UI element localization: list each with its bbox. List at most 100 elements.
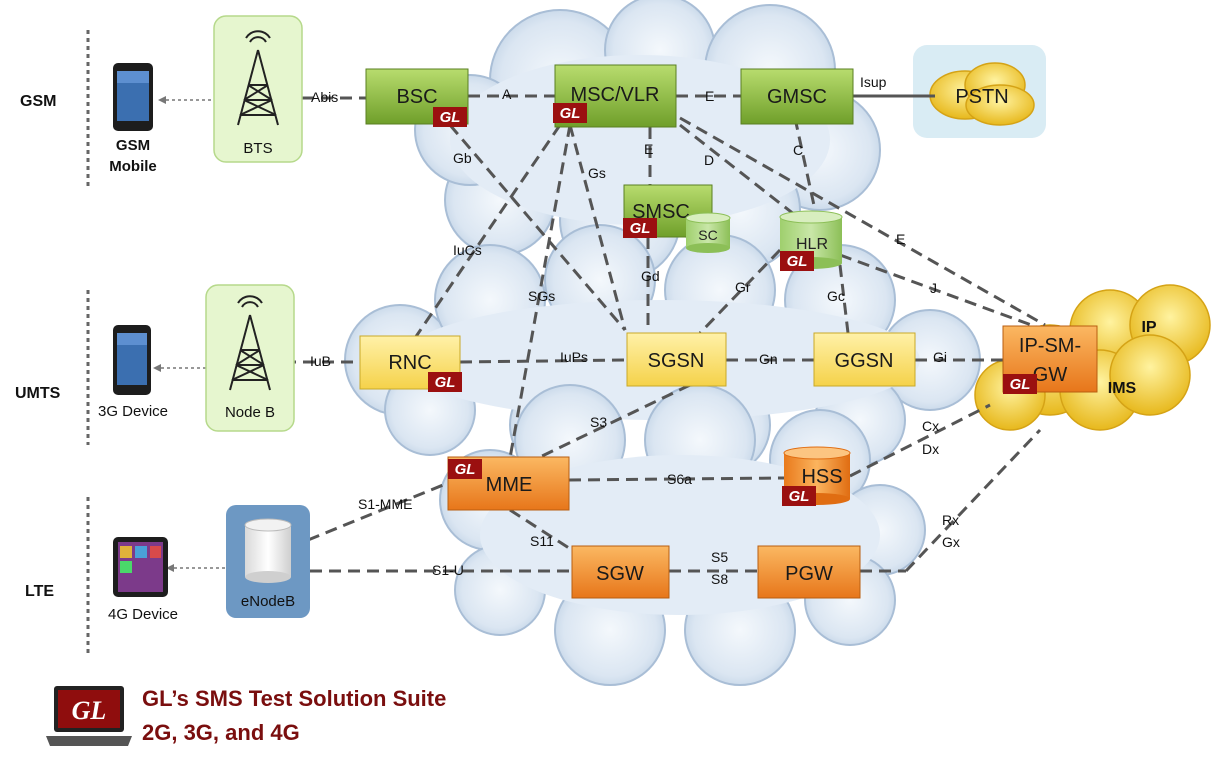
if-a: A [502, 86, 512, 102]
sgsn-label: SGSN [648, 350, 705, 372]
nodeb-tower-icon [229, 295, 271, 391]
bsc-label: BSC [396, 86, 437, 108]
if-dx: Dx [922, 441, 939, 457]
hss-label: HSS [801, 466, 842, 488]
if-gb: Gb [453, 150, 472, 166]
gsm-mobile-icon [113, 63, 153, 131]
footer-title: GL’s SMS Test Solution Suite [142, 686, 447, 711]
gl-badge-icon [433, 107, 467, 127]
umts-device-label: 3G Device [98, 403, 168, 420]
if-iub: IuB [310, 353, 331, 369]
enodeb-icon [244, 518, 292, 583]
gl-badge-icon [553, 103, 587, 123]
msc-vlr-node[interactable]: MSC/VLR GL [553, 64, 677, 128]
if-gx: Gx [942, 534, 960, 550]
if-s11: S11 [530, 533, 554, 549]
ip-sm-gw-label-2: GW [1033, 364, 1068, 386]
if-j: J [930, 280, 937, 296]
footer: GL GL’s SMS Test Solution Suite 2G, 3G, … [44, 684, 504, 754]
pstn-cloud [929, 62, 1035, 126]
bts-tower-icon [237, 30, 279, 126]
if-isup: Isup [860, 74, 887, 90]
smsc-label: SMSC [632, 201, 690, 223]
if-s8: S8 [711, 571, 728, 587]
svg-text:GL: GL [1010, 376, 1031, 393]
row-label-lte: LTE [25, 583, 54, 600]
gl-badge-icon [448, 459, 482, 479]
if-e-ipsmgw: E [896, 231, 905, 247]
svg-text:GL: GL [560, 105, 581, 122]
laptop-logo-icon: GL [46, 686, 132, 746]
enodeb-label: eNodeB [241, 593, 295, 610]
if-gn: Gn [759, 351, 778, 367]
rnc-label: RNC [388, 352, 431, 374]
if-iups: IuPs [560, 349, 588, 365]
gl-badge-icon [1003, 374, 1037, 394]
pgw-label: PGW [785, 563, 833, 585]
if-gc: Gc [827, 288, 845, 304]
ip-sm-gw-node[interactable]: IP-SM- GW GL [1002, 325, 1098, 394]
if-cx: Cx [922, 418, 939, 434]
hss-node[interactable]: HSS GL [782, 446, 851, 506]
bsc-node[interactable]: BSC GL [365, 68, 469, 127]
hlr-label: HLR [796, 236, 828, 253]
row-label-umts: UMTS [15, 385, 61, 402]
gl-badge-icon [780, 251, 814, 271]
hlr-node[interactable]: HLR GL [779, 210, 843, 271]
svg-text:GL: GL [440, 109, 461, 126]
mme-node[interactable]: MME GL [447, 456, 570, 511]
lte-tablet-icon [113, 537, 168, 597]
lte-device-label: 4G Device [108, 606, 178, 623]
logo-text: GL [72, 696, 107, 725]
gl-badge-icon [428, 372, 462, 392]
umts-phone-icon [113, 325, 151, 395]
if-iucs: IuCs [453, 242, 482, 258]
ip-sm-gw-label-1: IP-SM- [1019, 335, 1081, 357]
if-gs: Gs [588, 165, 606, 181]
if-s5: S5 [711, 549, 728, 565]
rnc-node[interactable]: RNC GL [359, 335, 462, 392]
mme-label: MME [486, 474, 533, 496]
if-d: D [704, 152, 714, 168]
sc-database: SC [685, 212, 731, 253]
sgw-node[interactable]: SGW [571, 545, 670, 599]
footer-subtitle: 2G, 3G, and 4G [142, 720, 300, 745]
row-label-gsm: GSM [20, 93, 56, 110]
if-rx: Rx [942, 512, 959, 528]
gmsc-label: GMSC [767, 86, 827, 108]
if-c: C [793, 142, 803, 158]
gmsc-node[interactable]: GMSC [740, 68, 854, 125]
ims-label: IMS [1108, 380, 1137, 397]
msc-vlr-label: MSC/VLR [571, 84, 660, 106]
smsc-node[interactable]: SMSC GL [623, 184, 713, 238]
sc-label: SC [698, 227, 717, 243]
sgw-label: SGW [596, 563, 644, 585]
if-gi: Gi [933, 349, 947, 365]
bts-panel [213, 15, 303, 163]
if-e-msc-smsc: E [644, 141, 653, 157]
if-s3: S3 [590, 414, 607, 430]
ip-label: IP [1141, 319, 1156, 336]
svg-text:GL: GL [435, 374, 456, 391]
nodeb-label: Node B [225, 404, 275, 421]
nodeb-panel [205, 284, 295, 432]
sgsn-node[interactable]: SGSN [626, 332, 727, 387]
if-s6a: S6a [667, 471, 692, 487]
ggsn-node[interactable]: GGSN [813, 332, 916, 387]
interface-labels: Abis A E Isup Gb Gs E D C IuCs Gd E J Gr… [310, 74, 960, 587]
bts-label: BTS [243, 140, 272, 157]
if-abis: Abis [311, 89, 338, 105]
gsm-device-label-1: GSM [116, 137, 150, 154]
svg-text:GL: GL [455, 461, 476, 478]
pgw-node[interactable]: PGW [757, 545, 861, 599]
pstn-label: PSTN [955, 86, 1008, 108]
ggsn-label: GGSN [835, 350, 894, 372]
if-s1-mme: S1-MME [358, 496, 412, 512]
gsm-device-label-2: Mobile [109, 158, 157, 175]
gl-badge-icon [623, 218, 657, 238]
if-s1-u: S1-U [432, 562, 464, 578]
svg-text:GL: GL [787, 253, 808, 270]
if-sgs: SGs [528, 288, 555, 304]
